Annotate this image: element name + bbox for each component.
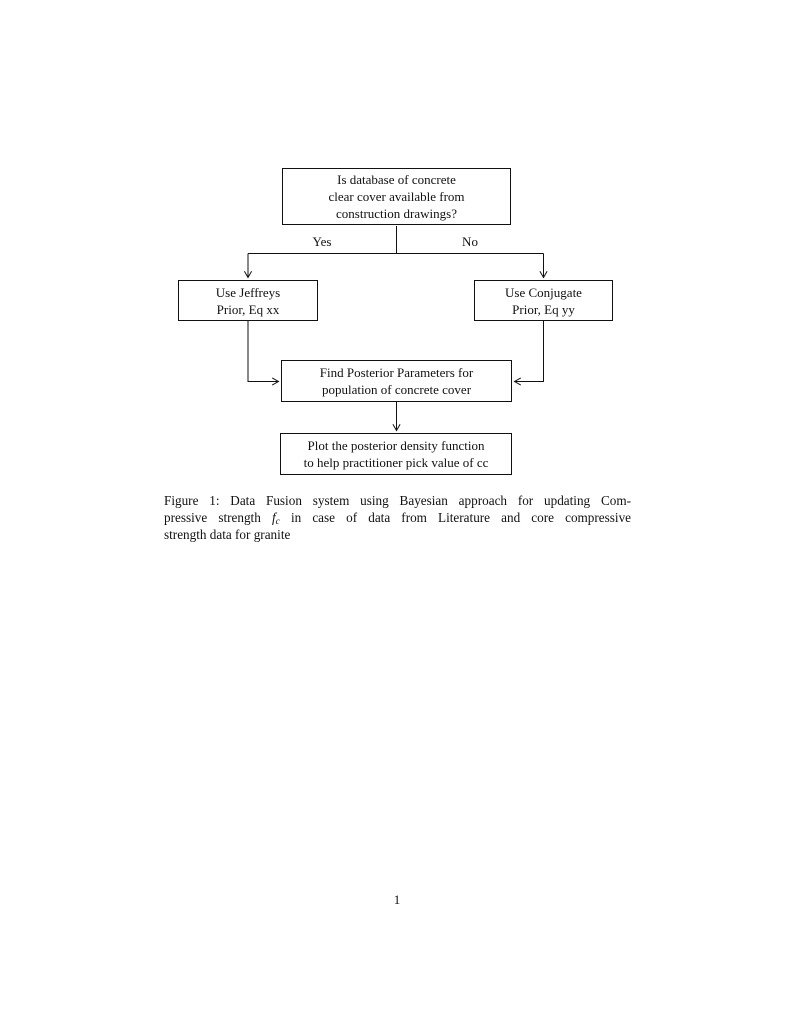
flowchart-box-posterior-parameters: Find Posterior Parameters for population…: [281, 360, 512, 402]
caption-line-2-post: in case of data from Literature and core…: [290, 510, 632, 525]
question-line-1: Is database of concrete: [337, 172, 456, 187]
caption-line-2: pressive strength fc in case of data fro…: [164, 509, 632, 527]
posterior-line-2: population of concrete cover: [321, 382, 472, 397]
question-line-2: clear cover available from: [328, 189, 465, 204]
conjugate-line-2: Prior, Eq yy: [512, 301, 575, 317]
flowchart-box-plot-density: Plot the posterior density function to h…: [280, 433, 512, 475]
flowchart-box-jeffreys-prior: Use Jeffreys Prior, Eq xx: [178, 280, 318, 321]
conjugate-line-1: Use Conjugate: [505, 284, 582, 300]
jeffreys-line-1: Use Jeffreys: [215, 284, 281, 300]
edge-label-no: No: [462, 234, 478, 249]
flowchart-box-conjugate-prior: Use Conjugate Prior, Eq yy: [474, 280, 613, 321]
caption-line-1: Figure 1: Data Fusion system using Bayes…: [164, 493, 631, 508]
page-number: 1: [393, 892, 401, 907]
branch-line: [248, 226, 544, 254]
jeffreys-line-2: Prior, Eq xx: [216, 301, 280, 317]
plot-line-2: to help practitioner pick value of cc: [303, 455, 489, 470]
jeffreys-to-posterior-arrow: [247, 321, 280, 386]
flowchart-box-question: Is database of concrete clear cover avai…: [282, 168, 511, 225]
caption-line-2-pre: pressive strength: [164, 510, 261, 525]
figure-caption: Figure 1: Data Fusion system using Bayes…: [164, 492, 631, 543]
edge-label-yes: Yes: [312, 234, 332, 249]
conjugate-to-posterior-arrow: [513, 321, 544, 386]
question-line-3: construction drawings?: [336, 206, 457, 221]
math-fc-symbol: fc: [271, 510, 280, 527]
plot-line-1: Plot the posterior density function: [307, 438, 485, 453]
posterior-line-1: Find Posterior Parameters for: [319, 365, 474, 380]
caption-line-3: strength data for granite: [164, 527, 291, 542]
